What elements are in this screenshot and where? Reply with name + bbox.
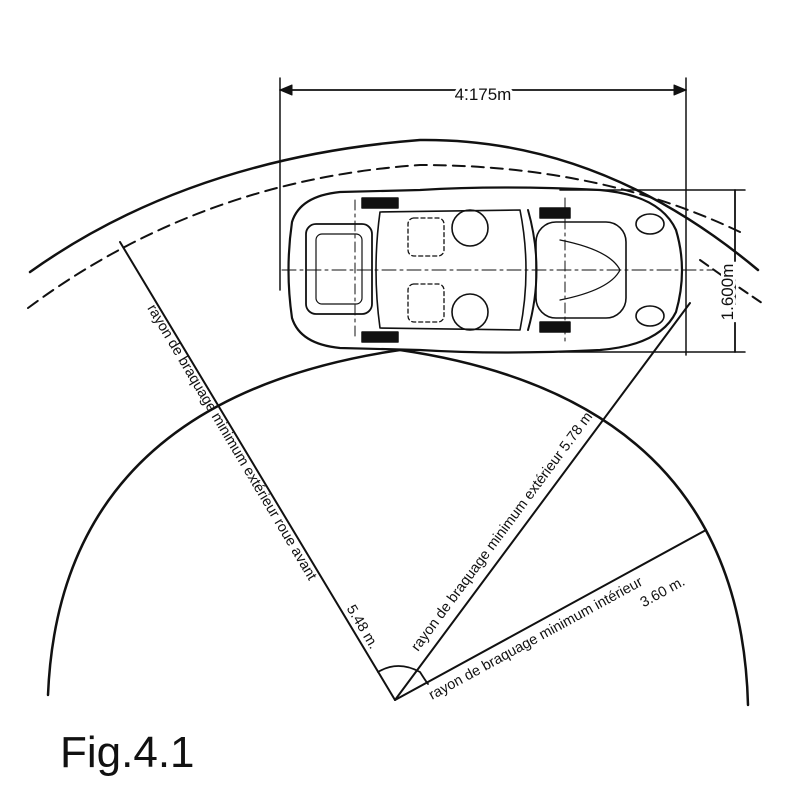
- front-wheel-top: [539, 207, 571, 219]
- outer-turning-arc: [28, 138, 760, 274]
- radius-line-front-wheel: [119, 241, 396, 701]
- headlight-bottom: [635, 305, 665, 327]
- figure-caption: Fig.4.1: [60, 728, 195, 777]
- seat-right: [407, 283, 445, 323]
- pivot-angle-arc: [377, 665, 429, 685]
- rear-window-inner: [315, 233, 363, 305]
- inner-turning-arc: [46, 348, 750, 707]
- radius-line-inner: [394, 529, 707, 701]
- headlight-top: [635, 213, 665, 235]
- rear-window: [305, 223, 373, 315]
- front-wheel-radius-label: rayon de braquage minimum extérieur roue…: [144, 302, 320, 583]
- radius-line-outer: [394, 302, 691, 701]
- length-arrow-left: [279, 84, 293, 96]
- rear-wheel-bottom: [361, 331, 399, 343]
- cabin-outline: [375, 209, 527, 331]
- length-dimension-label: 4.175m: [455, 85, 512, 104]
- inner-radius-value: 3.60 m.: [638, 574, 688, 611]
- length-arrow-right: [673, 84, 687, 96]
- car-top-view: [281, 186, 716, 354]
- front-wheel-bottom: [539, 321, 571, 333]
- width-dimension-label: 1.600m: [718, 264, 737, 321]
- front-wheel-dashed-arc: [27, 164, 741, 309]
- seat-left: [407, 217, 445, 257]
- car-body-outline: [287, 186, 684, 354]
- dashed-arc-tail: [699, 259, 766, 306]
- steering-wheel-2: [451, 293, 489, 331]
- steering-wheel: [451, 209, 489, 247]
- rear-wheel-top: [361, 197, 399, 209]
